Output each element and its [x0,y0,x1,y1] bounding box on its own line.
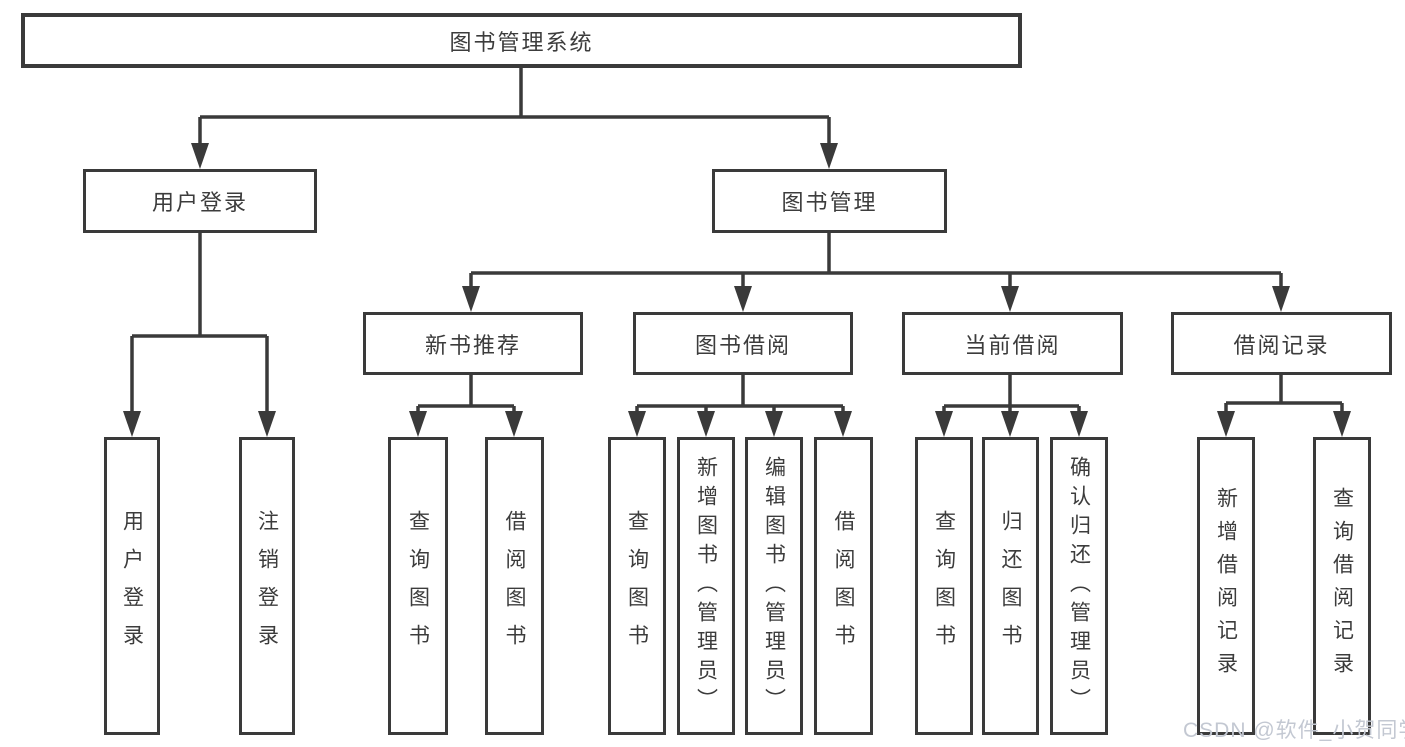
leaf-confirm-return-admin-label: 确认归还（管理员） [1067,455,1091,717]
leaf-query-book-borrow-label: 查询图书 [625,510,649,662]
node-borrow-record-label: 借阅记录 [1233,332,1330,358]
node-new-book-recommend: 新书推荐 [363,312,583,375]
node-library-management-system: 图书管理系统 [21,13,1022,68]
leaf-user-login: 用户登录 [104,437,160,735]
arrowhead-icon [1070,411,1088,437]
connector-path [1224,375,1344,417]
node-current-borrow-label: 当前借阅 [964,332,1061,358]
leaf-return-book: 归还图书 [982,437,1039,735]
arrowhead-icon [462,286,480,312]
arrowhead-icon [734,286,752,312]
leaf-return-book-label: 归还图书 [999,510,1022,662]
arrowhead-icon [1001,286,1019,312]
leaf-borrow-book-recommend-label: 借阅图书 [503,510,526,662]
leaf-borrow-book-label: 借阅图书 [832,510,855,662]
leaf-query-book-borrow: 查询图书 [608,437,666,735]
arrowhead-icon [697,411,715,437]
leaf-query-book-current-label: 查询图书 [932,510,956,662]
leaf-query-book-recommend: 查询图书 [388,437,448,735]
node-current-borrow: 当前借阅 [902,312,1123,375]
arrowhead-icon [820,143,838,169]
leaf-query-borrow-record-label: 查询借阅记录 [1330,487,1354,685]
node-book-borrow-label: 图书借阅 [694,332,791,358]
leaf-add-borrow-record-label: 新增借阅记录 [1214,487,1238,685]
arrowhead-icon [834,411,852,437]
arrowhead-icon [505,411,523,437]
connector-path [130,233,269,417]
arrowhead-icon [1001,411,1019,437]
leaf-query-book-current: 查询图书 [915,437,973,735]
node-user-login-label: 用户登录 [151,190,248,215]
leaf-confirm-return-admin: 确认归还（管理员） [1050,437,1108,735]
arrowhead-icon [628,411,646,437]
node-new-book-recommend-label: 新书推荐 [424,332,521,358]
connector-path [198,68,831,149]
leaf-add-borrow-record: 新增借阅记录 [1197,437,1255,735]
node-book-borrow: 图书借阅 [633,312,853,375]
leaf-borrow-book-recommend: 借阅图书 [485,437,544,735]
connector-path [635,375,845,417]
arrowhead-icon [765,411,783,437]
leaf-borrow-book: 借阅图书 [814,437,873,735]
leaf-edit-book-admin-label: 编辑图书（管理员） [762,455,786,717]
node-book-management: 图书管理 [712,169,947,233]
node-user-login: 用户登录 [83,169,317,233]
arrowhead-icon [191,143,209,169]
arrowhead-icon [1272,286,1290,312]
leaf-add-book-admin: 新增图书（管理员） [677,437,735,735]
leaf-logout-login: 注销登录 [239,437,295,735]
leaf-add-book-admin-label: 新增图书（管理员） [694,455,718,717]
leaf-edit-book-admin: 编辑图书（管理员） [745,437,803,735]
leaf-user-login-label: 用户登录 [120,510,144,662]
arrowhead-icon [1217,411,1235,437]
connector-path [416,375,516,417]
node-book-management-label: 图书管理 [781,190,878,215]
leaf-query-borrow-record: 查询借阅记录 [1313,437,1371,735]
node-borrow-record: 借阅记录 [1171,312,1392,375]
arrowhead-icon [1333,411,1351,437]
arrowhead-icon [409,411,427,437]
arrowhead-icon [935,411,953,437]
leaf-query-book-recommend-label: 查询图书 [406,510,430,662]
leaf-logout-login-label: 注销登录 [255,510,279,662]
connector-path [942,375,1081,417]
arrowhead-icon [123,411,141,437]
node-library-management-system-label: 图书管理系统 [449,29,594,55]
watermark-text: CSDN @软件_小贺同学 [1183,719,1405,742]
connector-path [469,233,1283,292]
arrowhead-icon [258,411,276,437]
